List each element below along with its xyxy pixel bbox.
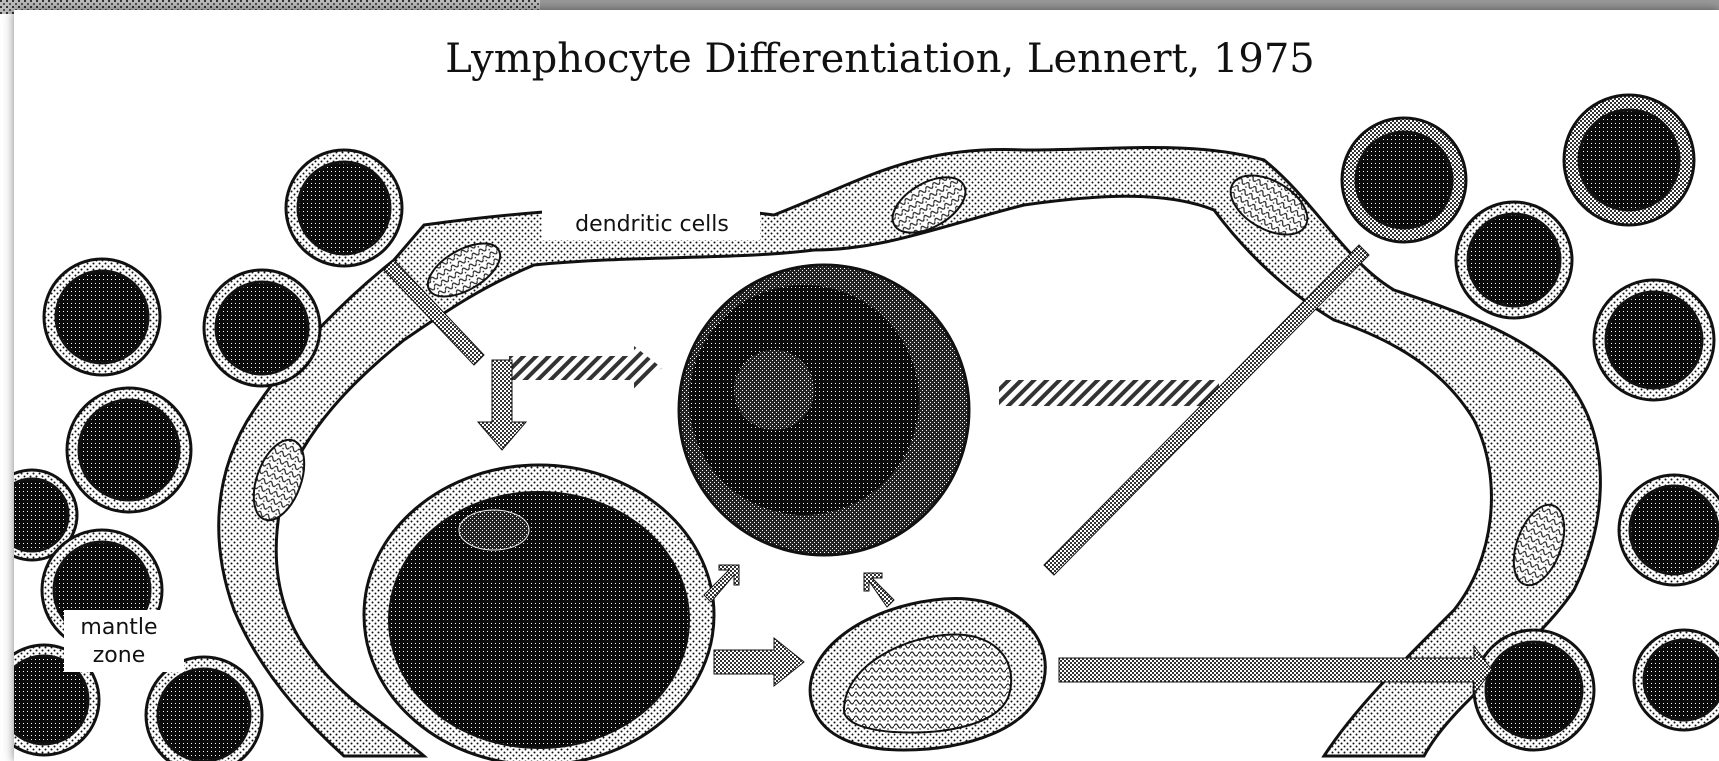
lymphocyte-diagram: Lymphocyte Differentiation, Lennert, 197… [14, 10, 1719, 761]
dendritic-cells-label: dendritic cells [575, 212, 729, 237]
immunoblast-cell [679, 265, 969, 555]
hatched-arrow-to-immunoblast [509, 346, 662, 390]
mantle-zone-label-line1: mantle [80, 615, 157, 640]
right-arrow-to-centrocyte [714, 638, 804, 686]
centroblast-cell [364, 465, 714, 761]
mantle-zone-label-line2: zone [93, 643, 146, 668]
hatched-band-right [999, 380, 1219, 406]
diagram-title: Lymphocyte Differentiation, Lennert, 197… [445, 36, 1315, 82]
diagram-frame: Lymphocyte Differentiation, Lennert, 197… [14, 10, 1719, 761]
centrocyte-cell [810, 598, 1045, 750]
diagonal-arrow-to-top-right [1044, 245, 1369, 575]
small-arrow-up-right [864, 573, 894, 607]
